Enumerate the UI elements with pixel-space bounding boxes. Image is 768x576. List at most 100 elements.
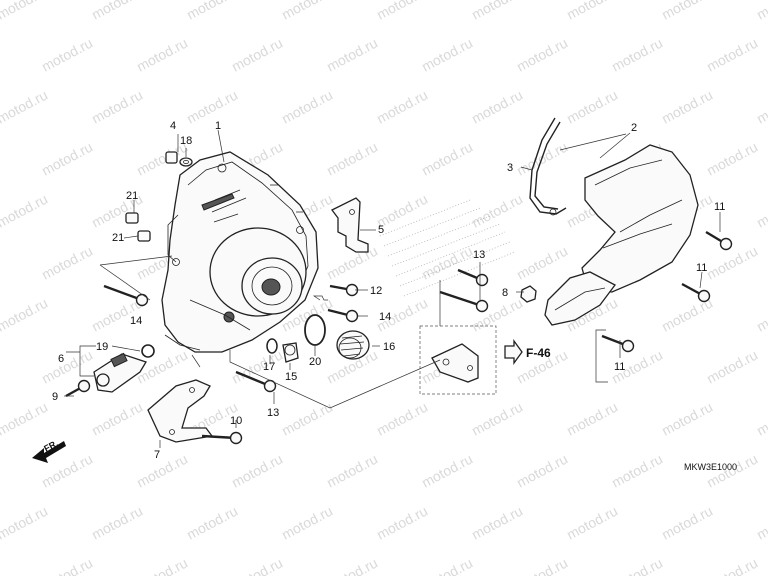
bolt-head — [719, 237, 733, 251]
callout-12: 12 — [370, 285, 382, 297]
reference-box — [419, 325, 497, 395]
watermark-text: motod.ru — [659, 503, 715, 543]
o-ring-part-19 — [141, 344, 155, 358]
watermark-text: motod.ru — [419, 139, 475, 179]
watermark-text: motod.ru — [39, 35, 95, 75]
bolt-head — [621, 339, 635, 353]
bolt-head — [135, 293, 149, 307]
callout-6: 6 — [58, 353, 64, 365]
watermark-text: motod.ru — [0, 295, 50, 335]
o-ring-part-20 — [304, 314, 326, 346]
callout-11-bottom: 11 — [614, 361, 625, 373]
callout-8: 8 — [502, 287, 508, 299]
leader-lines — [64, 129, 721, 448]
callout-5: 5 — [378, 224, 384, 236]
bolt-shank — [103, 284, 143, 302]
callout-4: 4 — [170, 120, 176, 132]
watermark-text: motod.ru — [39, 243, 95, 283]
bolts — [65, 230, 733, 445]
callout-3: 3 — [507, 162, 513, 174]
bracket-part-5 — [331, 197, 369, 253]
page-reference-label: F-46 — [526, 346, 551, 360]
callout-17: 17 — [263, 361, 275, 373]
watermark-text: motod.ru — [374, 503, 430, 543]
bolt-head — [697, 289, 711, 303]
watermark-text: motod.ru — [374, 87, 430, 127]
bolt-head — [345, 309, 359, 323]
bolt-head — [229, 431, 243, 445]
watermark-text: motod.ru — [754, 0, 768, 23]
front-direction-arrow — [32, 441, 66, 463]
page-reference-arrow — [504, 339, 523, 365]
cap-part-16 — [336, 330, 370, 360]
watermark-text: motod.ru — [0, 87, 50, 127]
watermark-text: motod.ru — [514, 451, 570, 491]
watermark-text: motod.ru — [659, 87, 715, 127]
watermark-text: motod.ru — [419, 555, 475, 576]
watermark-text: motod.ru — [419, 35, 475, 75]
callout-labels: 4 18 1 21 21 2 3 5 11 11 11 14 13 8 12 1… — [52, 120, 725, 461]
watermark-text: motod.ru — [609, 555, 665, 576]
washer-part-18 — [179, 157, 193, 167]
watermark-text: motod.ru — [0, 399, 50, 439]
callout-11-mid: 11 — [696, 262, 707, 274]
bolt-shank — [439, 290, 483, 308]
side-cover-part-2 — [544, 144, 699, 326]
watermark-text: motod.ru — [279, 0, 335, 23]
callout-13-right: 13 — [473, 249, 485, 261]
bolt-head — [475, 273, 489, 287]
watermark-text: motod.ru — [754, 295, 768, 335]
collar-part-4 — [165, 151, 178, 164]
callout-21-top: 21 — [126, 190, 138, 202]
watermark-text: motod.ru — [419, 451, 475, 491]
watermark-text: motod.ru — [134, 35, 190, 75]
watermark-text: motod.ru — [134, 555, 190, 576]
watermark-text: motod.ru — [419, 243, 475, 283]
watermark-text: motod.ru — [39, 555, 95, 576]
callout-13-bottom: 13 — [267, 407, 279, 419]
stay-part-3 — [529, 117, 567, 216]
callout-16: 16 — [383, 341, 395, 353]
watermark-text: motod.ru — [754, 399, 768, 439]
callout-18: 18 — [180, 135, 192, 147]
watermark-text: motod.ru — [469, 0, 525, 23]
watermark-text: motod.ru — [374, 399, 430, 439]
bracket-part-7 — [147, 379, 214, 443]
hatch-pattern — [379, 199, 516, 297]
callout-7: 7 — [154, 449, 160, 461]
watermark-text: motod.ru — [279, 503, 335, 543]
watermark-text: motod.ru — [704, 35, 760, 75]
watermark-text: motod.ru — [184, 503, 240, 543]
watermark-text: motod.ru — [564, 399, 620, 439]
watermark-text: motod.ru — [704, 139, 760, 179]
watermark-text: motod.ru — [89, 87, 145, 127]
watermark-text: motod.ru — [514, 35, 570, 75]
watermark-text: motod.ru — [229, 555, 285, 576]
callout-9: 9 — [52, 391, 58, 403]
watermark-text: motod.ru — [469, 399, 525, 439]
watermark-text: motod.ru — [609, 451, 665, 491]
watermark-text: motod.ru — [704, 347, 760, 387]
watermark-text: motod.ru — [89, 503, 145, 543]
watermark-text: motod.ru — [469, 503, 525, 543]
callout-1: 1 — [215, 120, 221, 132]
front-direction-label: FR. — [42, 438, 59, 454]
callout-15: 15 — [285, 371, 297, 383]
watermark-text: motod.ru — [89, 0, 145, 23]
watermark-text: motod.ru — [469, 191, 525, 231]
sensor-part-6 — [93, 352, 147, 393]
callout-14-left: 14 — [130, 315, 142, 327]
watermark-text: motod.ru — [374, 0, 430, 23]
callout-19: 19 — [96, 341, 108, 353]
bolt-head — [77, 379, 91, 393]
watermark-text: motod.ru — [184, 0, 240, 23]
watermark-text: motod.ru — [39, 139, 95, 179]
generator-cover — [161, 151, 319, 353]
callout-20: 20 — [309, 356, 321, 368]
watermark-text: motod.ru — [564, 87, 620, 127]
callout-10: 10 — [230, 415, 242, 427]
watermark-text: motod.ru — [229, 451, 285, 491]
watermark-text: motod.ru — [0, 0, 50, 23]
